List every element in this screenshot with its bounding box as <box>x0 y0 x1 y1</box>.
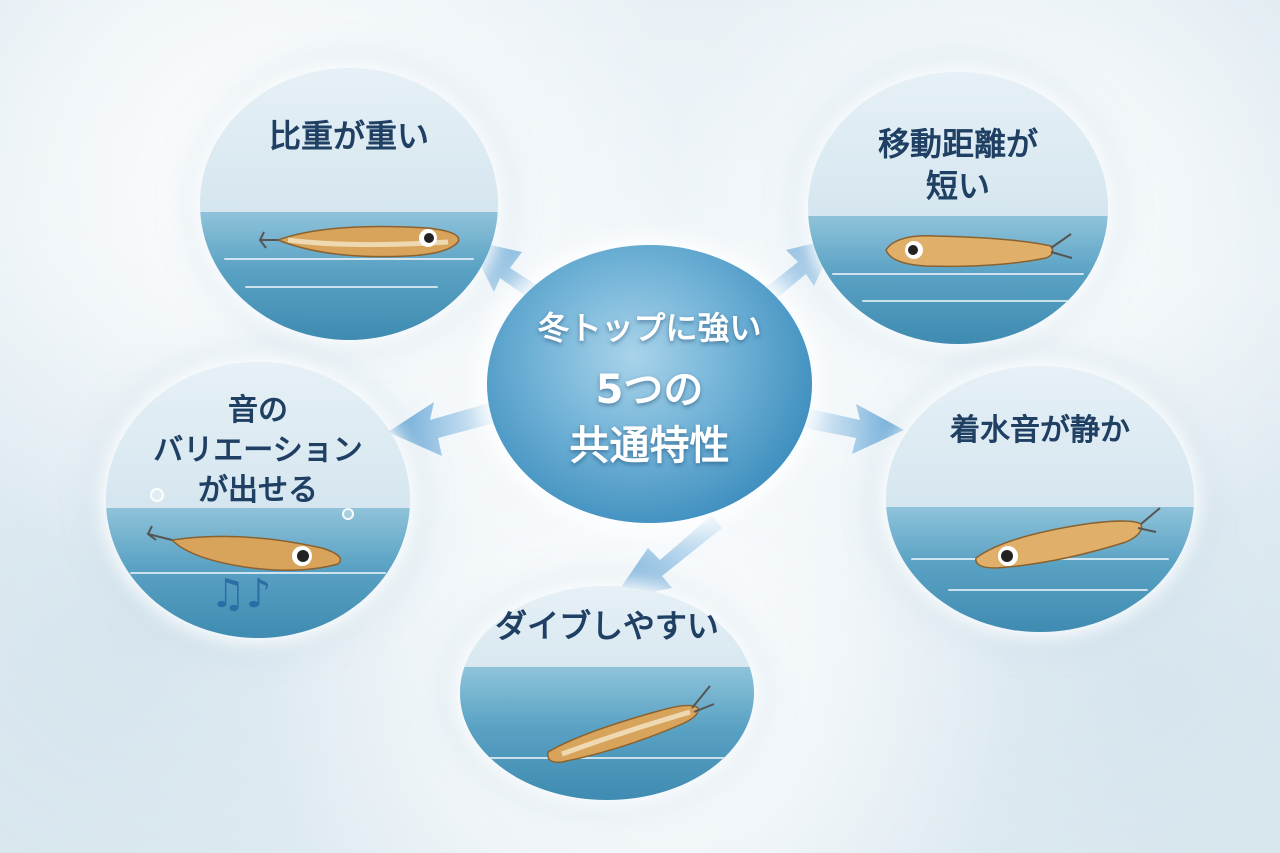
feature-circle-dive <box>460 586 754 800</box>
center-title-line1: 冬トップに強い <box>537 309 762 347</box>
arrow-to-dive <box>612 515 722 600</box>
arrow-to-quiet <box>804 404 904 454</box>
feature-circle-sound: 音の バリエーション が出せる ♫♪ <box>106 362 410 638</box>
lure-icon <box>258 225 460 258</box>
feature-label-heavy: 比重が重い <box>268 117 429 155</box>
arrow-to-sound <box>388 400 506 456</box>
feature-circle-heavy: 比重が重い <box>200 68 498 340</box>
lure-icon <box>547 685 715 764</box>
music-notes-icon: ♫♪ <box>210 571 272 617</box>
center-hub: 冬トップに強い 5つの 共通特性 <box>487 245 812 523</box>
feature-label-short-move-line2: 短い <box>925 167 990 205</box>
feature-label-short-move-line1: 移動距離が <box>877 125 1038 163</box>
feature-label-sound-line3: が出せる <box>198 473 318 508</box>
lure-icon <box>975 507 1161 569</box>
center-title-line2: 5つの <box>595 367 704 413</box>
feature-circle-short-move: 移動距離が 短い <box>808 72 1108 344</box>
feature-label-sound-line1: 音の <box>228 393 288 428</box>
water-surface <box>886 506 1194 632</box>
feature-label-quiet: 着水音が静か <box>950 413 1130 448</box>
lure-icon <box>146 525 342 571</box>
feature-circle-quiet: 着水音が静か <box>886 366 1194 632</box>
center-title-line3: 共通特性 <box>569 423 730 469</box>
feature-label-dive: ダイブしやすい <box>495 607 719 645</box>
feature-label-sound-line2: バリエーション <box>153 433 363 468</box>
lure-icon <box>885 233 1073 268</box>
